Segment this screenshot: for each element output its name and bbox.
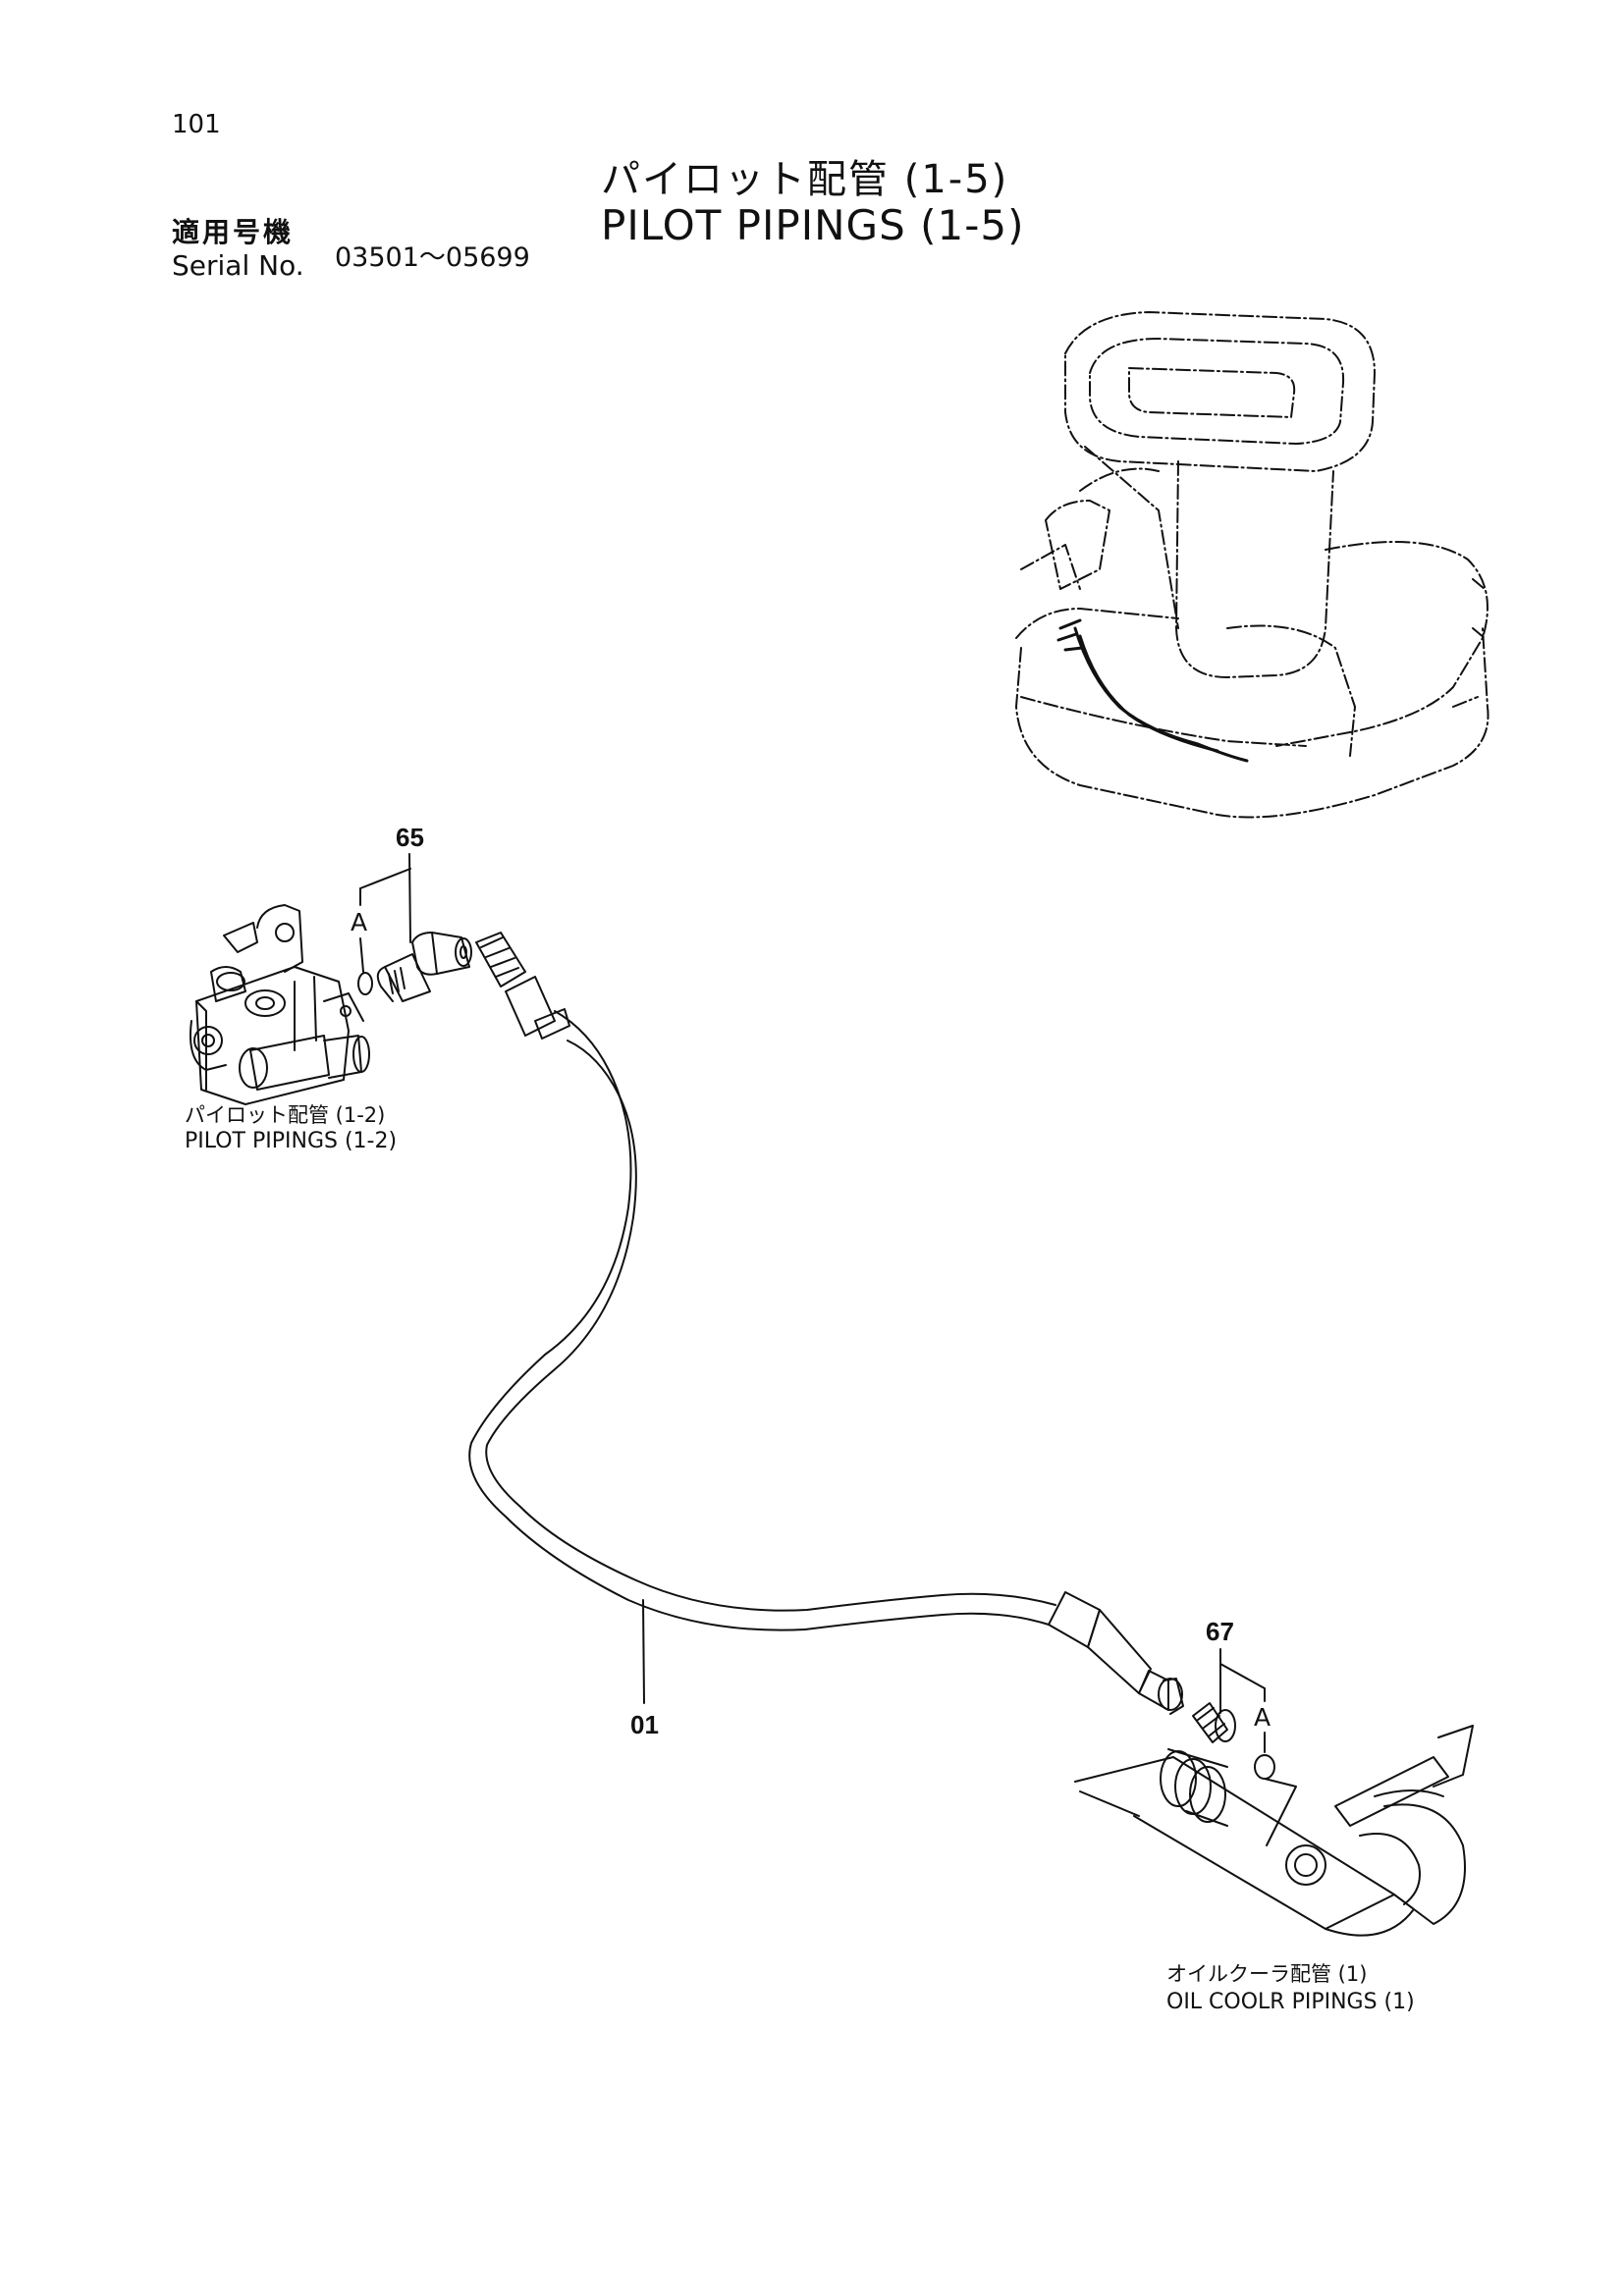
reference-a-bottom: A xyxy=(1254,1703,1271,1732)
hose-assembly-01 xyxy=(468,932,1184,1715)
oil-cooler-pipe xyxy=(1074,1725,1474,1937)
reference-right-japanese: オイルクーラ配管 (1) xyxy=(1166,1962,1368,1986)
o-ring-a-bottom xyxy=(1254,1754,1275,1780)
pilot-valve-block xyxy=(189,904,370,1105)
reference-left-japanese: パイロット配管 (1-2) xyxy=(185,1103,386,1127)
reference-a-top: A xyxy=(351,908,368,936)
page-title-english: PILOT PIPINGS (1-5) xyxy=(601,201,1025,249)
o-ring-a-top xyxy=(357,937,373,995)
page-number: 101 xyxy=(172,110,221,139)
callout-65-leaders xyxy=(359,853,411,943)
serial-label-english: Serial No. xyxy=(172,249,304,282)
callout-67-leaders xyxy=(1219,1648,1297,1846)
seat-wire-harness xyxy=(1056,618,1249,763)
callout-67: 67 xyxy=(1206,1617,1234,1646)
reference-left-english: PILOT PIPINGS (1-2) xyxy=(185,1129,398,1153)
callout-01: 01 xyxy=(630,1710,659,1739)
operator-seat-illustration xyxy=(1015,311,1489,819)
reference-right-english: OIL COOLR PIPINGS (1) xyxy=(1166,1990,1415,2014)
page-title-japanese: パイロット配管 (1-5) xyxy=(601,157,1009,202)
callout-65: 65 xyxy=(396,823,424,852)
serial-label-japanese: 適用号機 xyxy=(172,216,295,248)
elbow-fitting-65 xyxy=(376,932,472,1002)
serial-range: 03501～05699 xyxy=(335,242,530,273)
adapter-fitting-67 xyxy=(1192,1702,1236,1743)
